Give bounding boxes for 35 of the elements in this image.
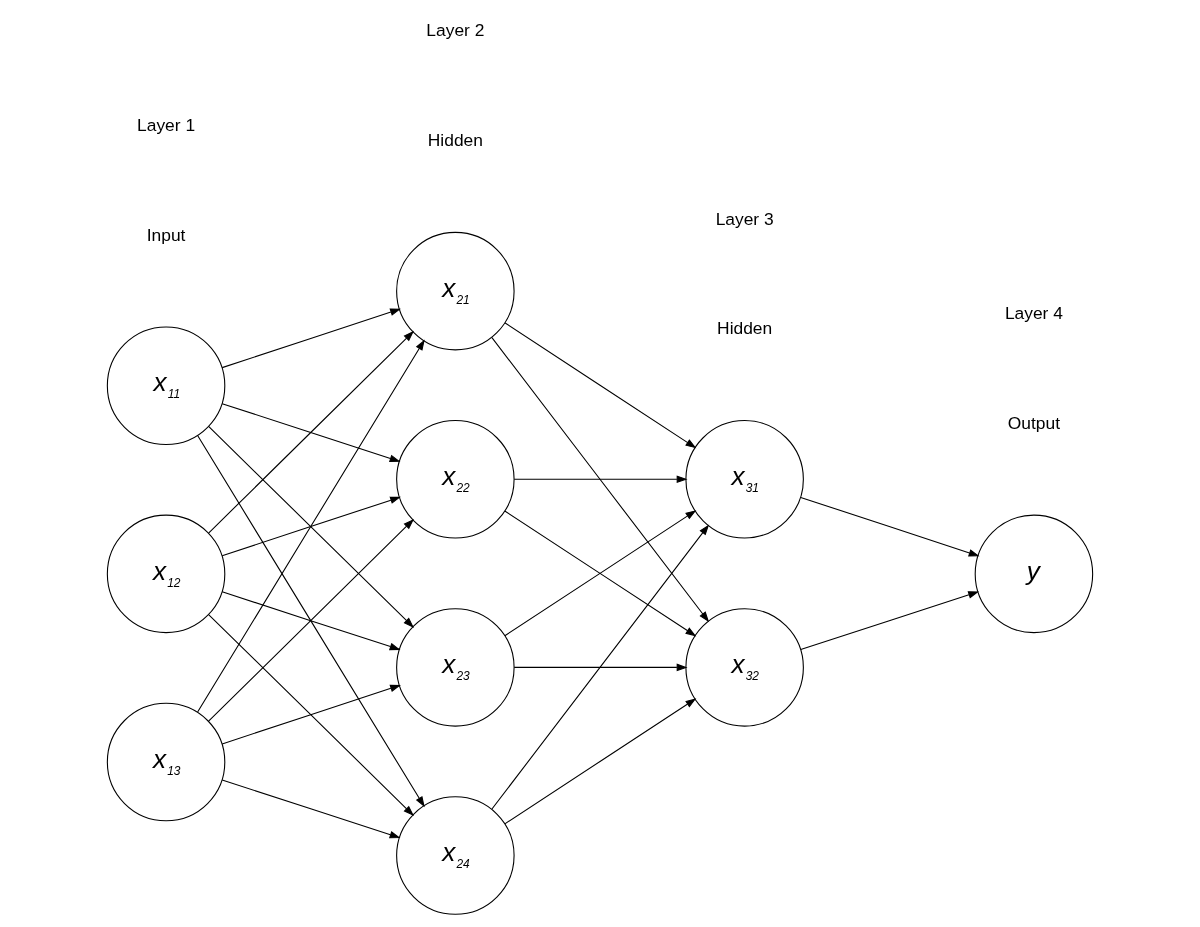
node-circle: x$_{11}$	[106, 326, 226, 445]
node-circle: x$_{12}$	[106, 514, 226, 634]
arrow	[221, 591, 401, 651]
arrow	[504, 510, 697, 637]
arrow	[221, 496, 401, 557]
label: Layer 2	[426, 20, 485, 41]
label: Hidden	[427, 130, 483, 151]
label: Layer 4	[1004, 303, 1063, 324]
arrow	[197, 339, 425, 713]
label: Input	[146, 224, 186, 245]
arrow	[800, 591, 980, 651]
node-circle: y	[974, 514, 1094, 634]
arrow	[197, 435, 425, 808]
arrow	[800, 496, 980, 557]
node-circle: x$_{13}$	[106, 702, 226, 822]
arrow	[221, 684, 401, 745]
arrow	[208, 614, 415, 817]
arrow	[491, 524, 710, 810]
label: Layer 3	[715, 208, 774, 229]
arrow	[208, 425, 415, 628]
label: Layer 1	[137, 115, 196, 136]
arrow	[504, 322, 697, 449]
arrow	[221, 403, 401, 462]
arrow	[491, 337, 710, 623]
arrow	[208, 518, 415, 722]
arrow	[513, 663, 688, 672]
label: Output	[1007, 413, 1061, 434]
node-circle: x$_{23}$	[396, 608, 515, 727]
arrow	[513, 475, 688, 484]
arrow	[208, 330, 415, 534]
arrow	[221, 308, 401, 369]
label: Hidden	[717, 318, 773, 339]
arrow	[504, 698, 697, 825]
node-circle: x$_{22}$	[396, 420, 515, 539]
arrow	[221, 779, 401, 839]
